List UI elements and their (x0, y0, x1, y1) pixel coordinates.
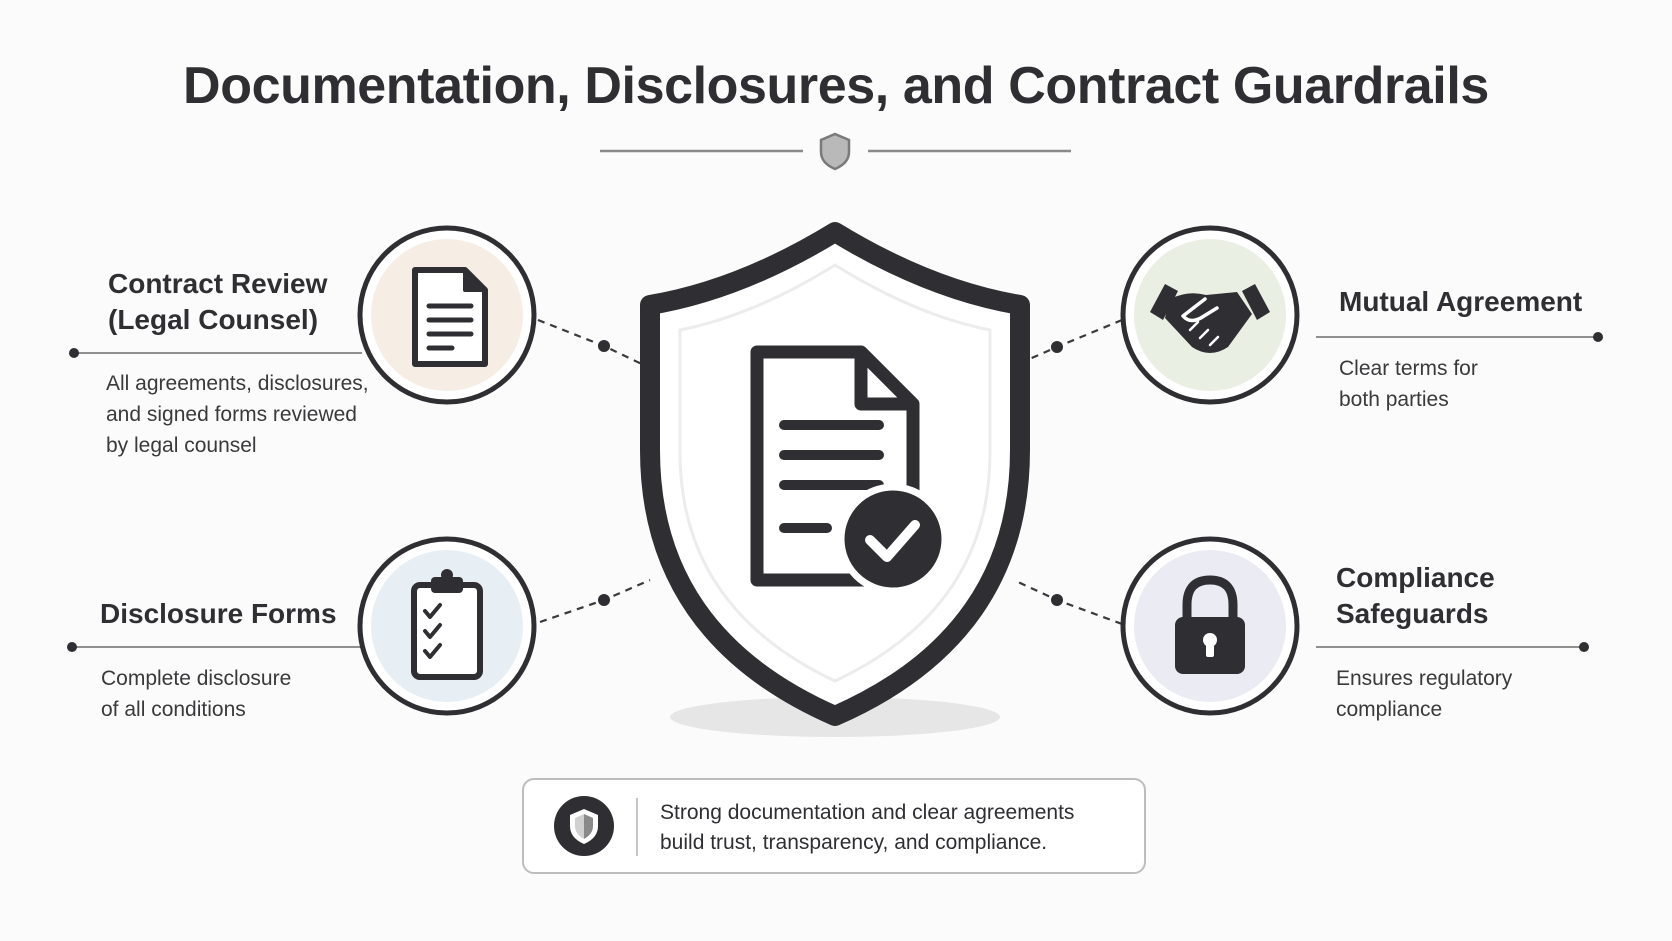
compliance-safeguards-circle (1120, 536, 1300, 716)
padlock-icon (1175, 575, 1245, 674)
disclosure-forms-description: Complete disclosure of all conditions (101, 667, 292, 721)
compliance-safeguards-heading: Compliance Safeguards (1336, 562, 1495, 629)
document-icon (412, 267, 488, 367)
connector-compliance (1017, 581, 1123, 626)
heading-lines (72, 336, 1598, 648)
mutual-agreement-description: Clear terms for both parties (1339, 357, 1478, 411)
mutual-agreement-heading: Mutual Agreement (1339, 286, 1583, 317)
shield-icon (554, 796, 614, 856)
title-shield-icon (819, 132, 851, 171)
connector-disclosure-forms (539, 578, 651, 624)
clipboard-checklist-icon (411, 569, 483, 680)
connector-dots (598, 340, 1063, 606)
summary-note: Strong documentation and clear agreement… (522, 778, 1146, 874)
line-end-dots (67, 332, 1603, 652)
mutual-agreement-circle (1120, 225, 1300, 405)
page-title: Documentation, Disclosures, and Contract… (183, 57, 1489, 115)
connector-mutual-agreement (1017, 318, 1123, 366)
handshake-icon (1150, 284, 1270, 353)
connector-contract-review (537, 318, 651, 369)
contract-review-circle (357, 225, 537, 405)
shield-document-check-icon (640, 222, 1030, 726)
disclosure-forms-circle (357, 536, 537, 716)
disclosure-forms-heading: Disclosure Forms (100, 598, 337, 629)
title-divider (600, 132, 1071, 171)
summary-note-text: Strong documentation and clear agreement… (660, 801, 1075, 854)
contract-review-heading: Contract Review (Legal Counsel) (108, 268, 328, 335)
note-divider (636, 798, 638, 856)
contract-review-description: All agreements, disclosures, and signed … (106, 372, 369, 457)
compliance-safeguards-description: Ensures regulatory compliance (1336, 667, 1513, 721)
